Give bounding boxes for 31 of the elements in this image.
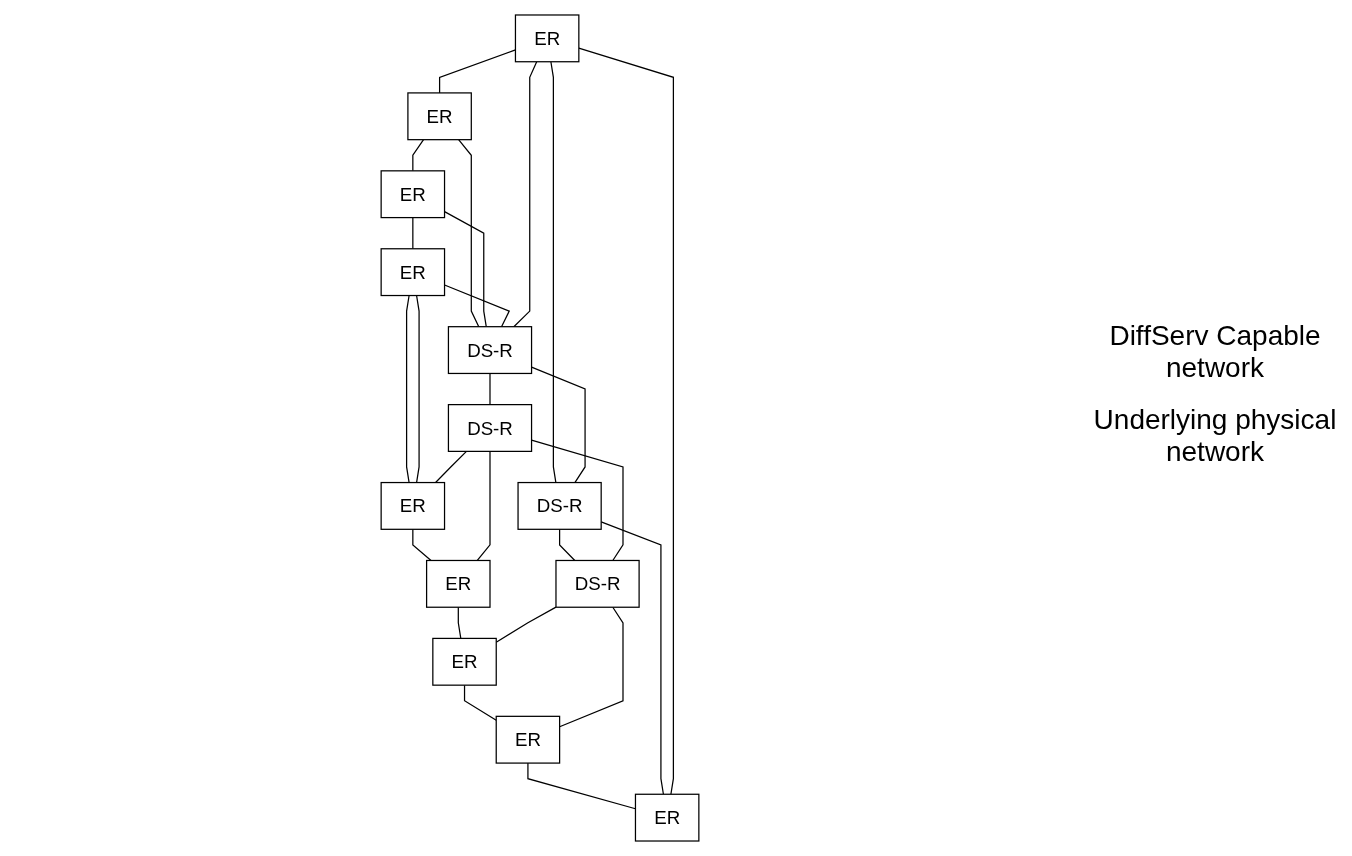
network-label: DiffServ Capable network (1108, 320, 1322, 384)
node-box: ER (514, 14, 580, 63)
node-box: ER (495, 715, 561, 764)
connector (578, 47, 674, 795)
node-box: DS-R (517, 481, 602, 530)
connector (513, 61, 538, 328)
node-box: ER (426, 559, 491, 608)
connector (406, 294, 410, 484)
network-label: Underlying physical network (1092, 404, 1338, 468)
node-box: ER (432, 637, 497, 686)
node-box: ER (380, 481, 446, 530)
node-box: DS-R (447, 404, 533, 452)
connector (412, 216, 414, 250)
connector (476, 450, 491, 562)
connector (415, 294, 420, 484)
connector (463, 684, 497, 721)
node-box: ER (407, 92, 472, 141)
connector (412, 528, 432, 562)
connector (434, 450, 468, 484)
node-box: DS-R (447, 326, 533, 375)
connector (458, 139, 480, 328)
connector (457, 606, 462, 640)
node-box: ER (380, 170, 446, 219)
connector (412, 139, 425, 172)
connector (559, 606, 624, 728)
connector (489, 372, 491, 406)
connector (550, 61, 557, 484)
node-box: DS-R (555, 559, 640, 608)
node-box: ER (634, 793, 700, 842)
connector (559, 528, 576, 562)
node-box: ER (380, 248, 446, 297)
